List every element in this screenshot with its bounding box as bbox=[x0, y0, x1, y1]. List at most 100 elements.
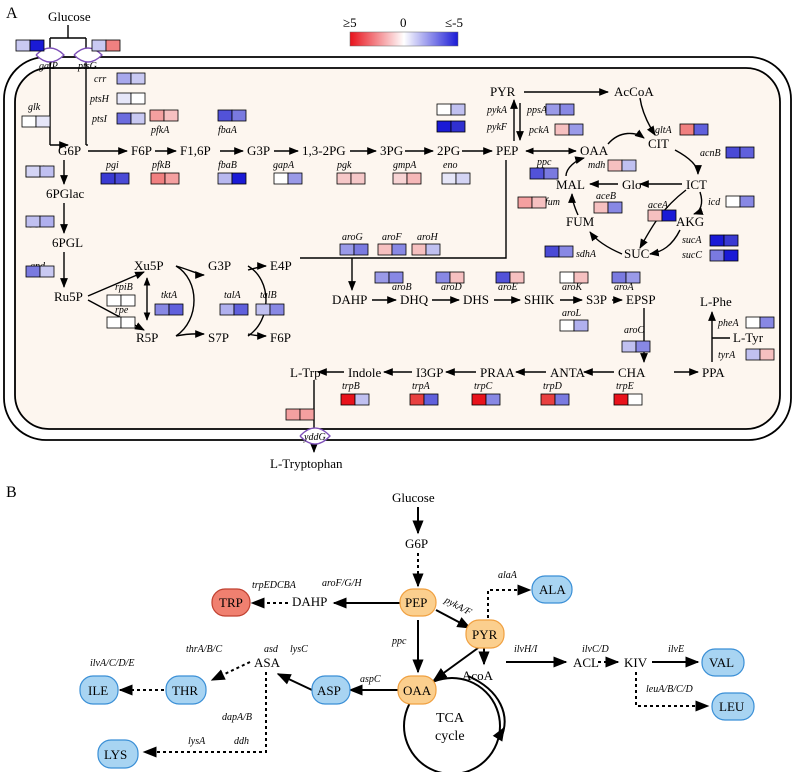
heatbox-talA bbox=[219, 303, 249, 316]
heatbox-mdh bbox=[607, 159, 637, 172]
heatbox-pykA bbox=[436, 103, 466, 116]
gene-pckA: pckA bbox=[528, 125, 550, 136]
heatbox-gapA bbox=[273, 172, 303, 185]
heatbox-gnd bbox=[25, 265, 55, 278]
gene-ptsG: ptsG bbox=[77, 61, 97, 72]
arrow-tal-f6p bbox=[247, 332, 267, 340]
heatbox-ppsA bbox=[545, 103, 575, 116]
heatbox-sdhA bbox=[544, 245, 574, 258]
metabolite-ppa: PPA bbox=[702, 365, 725, 380]
arrow-tal-e4p bbox=[247, 262, 267, 271]
metabolite-f16p: F1,6P bbox=[180, 143, 211, 158]
heatbox-aroK bbox=[559, 271, 589, 284]
ptsg-transporter-icon bbox=[73, 47, 103, 63]
node-ile-label: ILE bbox=[88, 683, 108, 698]
metabolite-e4p: E4P bbox=[270, 258, 292, 273]
node-val: VAL bbox=[701, 648, 745, 677]
gene-fbaA: fbaA bbox=[218, 125, 238, 136]
node-lys: LYS bbox=[97, 739, 139, 769]
gene-b-aroFGH: aroF/G/H bbox=[322, 578, 362, 589]
heatbox-fbaB bbox=[217, 172, 247, 185]
node-lys-label: LYS bbox=[104, 747, 127, 762]
heatbox-rpe bbox=[106, 316, 136, 329]
gene-b-lysC: lysC bbox=[290, 644, 308, 655]
gene-rpe: rpe bbox=[115, 305, 129, 316]
heatbox-trpD bbox=[540, 393, 570, 406]
arrow-b-asa-lys bbox=[142, 672, 267, 758]
arrow-accoa-cit bbox=[639, 97, 656, 136]
metabolite-b-g6p: G6P bbox=[405, 536, 428, 551]
legend-label-zero: 0 bbox=[400, 15, 407, 30]
node-trp-label: TRP bbox=[219, 595, 243, 610]
metabolite-xu5p: Xu5P bbox=[134, 258, 164, 273]
gene-sucC: sucC bbox=[682, 250, 702, 261]
metabolite-dhq: DHQ bbox=[400, 292, 429, 307]
heatbox-trpE bbox=[613, 393, 643, 406]
gene-b-ilvHI: ilvH/I bbox=[514, 644, 538, 655]
gene-aroF: aroF bbox=[382, 232, 403, 243]
arrow-ict-akg bbox=[693, 191, 704, 215]
gene-fum: fum bbox=[545, 197, 560, 208]
gene-acnB: acnB bbox=[700, 148, 721, 159]
gene-trpC: trpC bbox=[474, 381, 493, 392]
gene-aroG: aroG bbox=[342, 232, 363, 243]
arrow-mal-oaa bbox=[565, 156, 585, 177]
metabolite-epsp: EPSP bbox=[626, 292, 656, 307]
gene-aroE: aroE bbox=[498, 282, 518, 293]
heatbox-ptsH bbox=[116, 92, 146, 105]
heatbox-aroF bbox=[377, 243, 407, 256]
metabolite-b-kiv: KIV bbox=[624, 655, 648, 670]
metabolite-pyr: PYR bbox=[490, 84, 516, 99]
gene-pfkB: pfkB bbox=[151, 160, 170, 171]
metabolite-l-tryptophan: L-Tryptophan bbox=[270, 456, 343, 471]
metabolite-ict: ICT bbox=[686, 177, 707, 192]
heatbox-ptsG bbox=[91, 39, 121, 52]
arrow-suc-fum bbox=[589, 231, 623, 255]
gene-b-lysA: lysA bbox=[188, 736, 206, 747]
node-asp: ASP bbox=[311, 675, 351, 705]
metabolite-cit: CIT bbox=[648, 136, 669, 151]
gene-pykF: pykF bbox=[486, 122, 508, 133]
metabolite-f6p: F6P bbox=[131, 143, 152, 158]
gene-trpE: trpE bbox=[616, 381, 634, 392]
gene-aceB: aceB bbox=[596, 191, 616, 202]
heatbox-pheA bbox=[745, 316, 775, 329]
gene-b-ilvE: ilvE bbox=[668, 644, 684, 655]
arrow-oaa-cit bbox=[607, 129, 645, 145]
metabolite-lphe: L-Phe bbox=[700, 294, 732, 309]
metabolite-ltyr: L-Tyr bbox=[733, 330, 764, 345]
heatbox-aroB bbox=[374, 271, 404, 284]
heatbox-tyrA bbox=[745, 348, 775, 361]
gene-b-thrABC: thrA/B/C bbox=[186, 644, 222, 655]
metabolite-6pglac: 6PGlac bbox=[46, 186, 85, 201]
heatbox-fbaA bbox=[217, 109, 247, 122]
gene-ptsI: ptsI bbox=[91, 114, 108, 125]
metabolite-fum: FUM bbox=[566, 214, 595, 229]
glucose-import-lines bbox=[49, 25, 87, 145]
arrow-ru5p-xu5p bbox=[87, 271, 145, 297]
node-oaa-label: OAA bbox=[403, 683, 432, 698]
heatbox-glk bbox=[21, 115, 51, 128]
node-pyr-label: PYR bbox=[472, 627, 498, 642]
gene-trpB: trpB bbox=[342, 381, 360, 392]
gene-aroD: aroD bbox=[441, 282, 463, 293]
heatbox-icd bbox=[725, 195, 755, 208]
metabolite-glucose: Glucose bbox=[48, 9, 91, 24]
color-legend: ≥5 0 ≤-5 bbox=[343, 15, 463, 47]
metabolite-2pg: 2PG bbox=[437, 143, 460, 158]
panel-a-label: A bbox=[6, 5, 18, 22]
gene-gmpA: gmpA bbox=[393, 160, 417, 171]
heatbox-eno bbox=[441, 172, 471, 185]
heatbox-sucA bbox=[709, 234, 739, 247]
gene-gapA: gapA bbox=[273, 160, 295, 171]
gene-pgi: pgi bbox=[105, 160, 119, 171]
arrow-fum-mal bbox=[568, 193, 579, 216]
arrow-b-pyr-oaa bbox=[432, 647, 479, 681]
gene-b-ilvCD: ilvC/D bbox=[582, 644, 609, 655]
gene-trpD: trpD bbox=[543, 381, 563, 392]
metabolite-dahp: DAHP bbox=[332, 292, 367, 307]
metabolite-b-dahp: DAHP bbox=[292, 594, 327, 609]
gene-pfkA: pfkA bbox=[150, 125, 170, 136]
metabolite-shik: SHIK bbox=[524, 292, 555, 307]
heatbox-pfkB bbox=[150, 172, 180, 185]
